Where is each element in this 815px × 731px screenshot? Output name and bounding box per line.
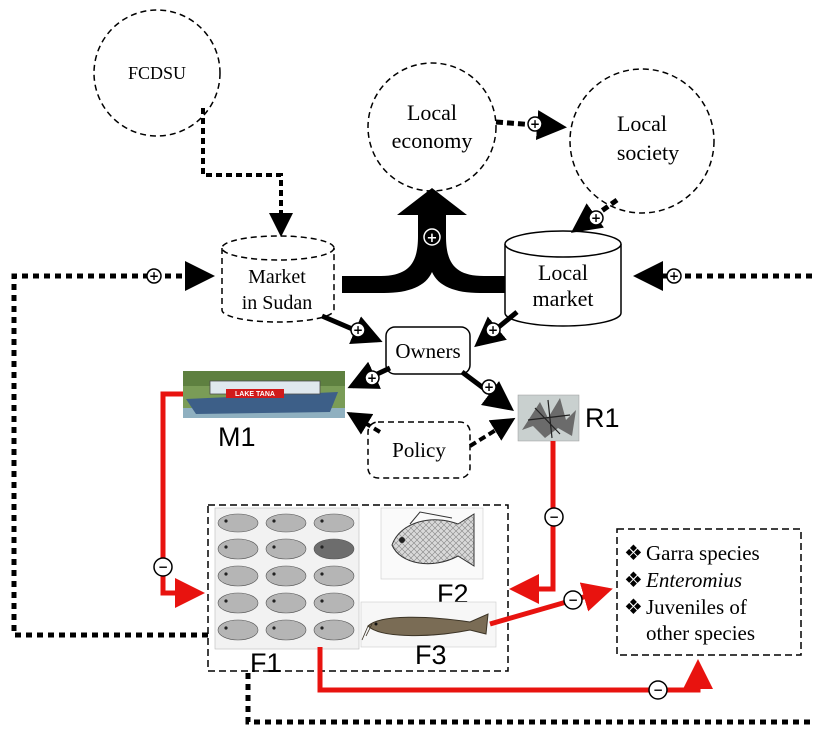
policy-node: Policy — [367, 421, 471, 479]
plus-badge: + — [527, 116, 543, 132]
bycatch-item-garra: Garra species — [646, 541, 760, 565]
bullet-icon: ❖ — [624, 541, 643, 565]
plus-sign: + — [530, 117, 540, 131]
market-sudan-node: Market in Sudan — [221, 235, 335, 323]
owners-node: Owners — [385, 326, 471, 375]
local-market-label-1: Local — [538, 260, 588, 285]
f3-label: F3 — [415, 640, 447, 670]
link-sudan-owners — [321, 313, 383, 344]
market-to-economy-arrow: + — [342, 188, 507, 293]
bycatch-species-box: ❖ Garra species ❖ Enteromius ❖ Juveniles… — [616, 528, 802, 656]
local-market-node: Local market — [504, 230, 622, 327]
market-sudan-label-1: Market — [248, 266, 306, 288]
plus-sign: + — [488, 323, 498, 337]
plus-sign: + — [591, 211, 601, 225]
link-policy-m1 — [346, 411, 382, 435]
link-f1-bycatch — [317, 647, 713, 693]
boat-hull-lettering: LAKE TANA — [235, 391, 275, 398]
plus-badge: + — [146, 268, 162, 284]
link-f3-bycatch — [489, 582, 613, 627]
link-f1-sudan-market — [11, 261, 215, 638]
plus-sign: + — [353, 323, 363, 337]
plus-badge: + — [364, 370, 380, 386]
bullet-icon: ❖ — [624, 568, 643, 592]
plus-badge: + — [666, 268, 682, 284]
m1-label: M1 — [218, 422, 256, 452]
owners-label: Owners — [395, 339, 460, 363]
minus-sign: − — [549, 510, 559, 524]
boat-photo: LAKE TANA — [183, 371, 345, 418]
f1-label: F1 — [250, 648, 282, 678]
link-m1-f1 — [160, 391, 205, 608]
local-society-label-1: Local — [617, 111, 667, 136]
r1-label: R1 — [585, 403, 620, 433]
policy-label: Policy — [392, 438, 446, 462]
fish-group-box — [207, 504, 509, 672]
bullet-icon: ❖ — [624, 595, 643, 619]
local-economy-label-1: Local — [407, 100, 457, 125]
plus-badge: + — [481, 379, 497, 395]
link-fcdsu-market — [201, 108, 293, 237]
local-economy-label-2: economy — [392, 128, 473, 153]
minus-badge: − — [153, 557, 173, 577]
net-photo — [517, 394, 580, 442]
link-f1-bottom-loop — [245, 673, 812, 725]
minus-sign: − — [653, 683, 663, 697]
link-r1-fish — [509, 441, 556, 604]
plus-badge: + — [588, 210, 604, 226]
fcdsu-node: FCDSU — [93, 9, 221, 137]
plus-sign: + — [367, 371, 377, 385]
tilapia-drawing — [380, 507, 484, 580]
local-society-node: Local society — [569, 68, 715, 214]
local-market-label-2: market — [532, 286, 593, 311]
minus-sign: − — [158, 560, 168, 574]
link-policy-r1 — [468, 417, 516, 448]
bycatch-item-juveniles: Juveniles of — [646, 595, 747, 619]
market-sudan-label-2: in Sudan — [242, 292, 313, 314]
fcdsu-label: FCDSU — [128, 63, 186, 83]
local-economy-node: Local economy — [367, 62, 497, 192]
minus-badge: − — [648, 680, 668, 700]
plus-badge: + — [350, 322, 366, 338]
barbus-photo-grid — [214, 507, 360, 650]
minus-badge: − — [544, 507, 564, 527]
minus-badge: − — [563, 590, 583, 610]
plus-sign: + — [669, 269, 679, 283]
bycatch-item-other-species: other species — [646, 621, 755, 645]
plus-sign: + — [484, 380, 494, 394]
minus-sign: − — [568, 593, 578, 607]
catfish-photo — [360, 601, 497, 648]
local-society-label-2: society — [617, 140, 679, 165]
bycatch-item-enteromius: Enteromius — [645, 568, 742, 592]
plus-sign: + — [149, 269, 159, 283]
plus-badge: + — [485, 322, 501, 338]
plus-sign: + — [427, 231, 438, 246]
